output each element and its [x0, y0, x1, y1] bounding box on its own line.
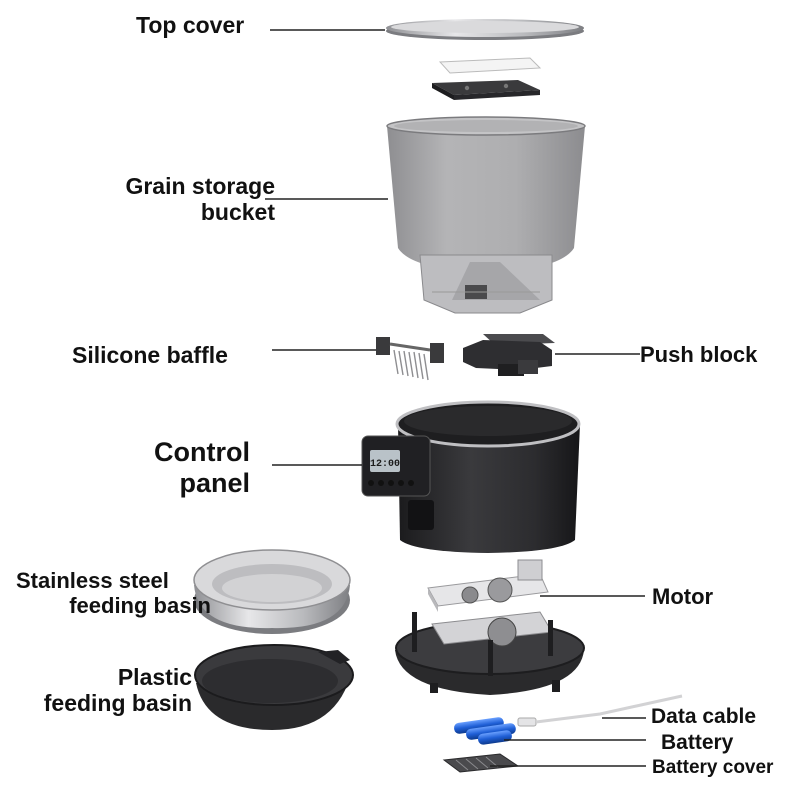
motor-part	[427, 559, 549, 612]
label-grain-bucket-line1: Grain storage	[125, 173, 275, 199]
label-silicone-baffle: Silicone baffle	[72, 342, 228, 368]
leader-lines	[265, 29, 646, 767]
label-grain-bucket-line2: bucket	[200, 199, 275, 226]
label-control-panel-line1: Control	[154, 437, 250, 467]
label-control-panel: Control panel	[130, 437, 250, 499]
steel-basin-part	[193, 549, 351, 634]
label-motor: Motor	[652, 584, 714, 609]
label-steel-basin: Stainless steel feeding basin	[16, 568, 211, 619]
label-plastic-basin-line1: Plastic	[117, 664, 192, 690]
label-data-cable: Data cable	[651, 705, 757, 728]
battery-part	[454, 717, 516, 745]
push-block-part	[463, 334, 555, 376]
base-part	[395, 611, 585, 695]
top-cover-part	[386, 19, 584, 40]
label-control-panel-line2: panel	[179, 468, 250, 499]
grain-bucket-part	[386, 116, 586, 314]
label-steel-basin-line1: Stainless steel	[16, 568, 169, 593]
label-battery-cover: Battery cover	[652, 757, 774, 778]
label-battery: Battery	[661, 731, 734, 754]
display-time: 12:00	[370, 459, 400, 470]
plastic-basin-part	[194, 644, 354, 730]
label-plastic-basin-line2: feeding basin	[43, 690, 192, 717]
lid-bracket-part	[432, 57, 542, 100]
label-push-block: Push block	[640, 342, 758, 367]
silicone-baffle-part	[376, 337, 444, 381]
label-top-cover: Top cover	[136, 12, 245, 38]
label-steel-basin-line2: feeding basin	[69, 593, 211, 619]
control-body-part	[361, 400, 581, 553]
label-grain-bucket: Grain storage bucket	[100, 173, 275, 226]
label-plastic-basin: Plastic feeding basin	[14, 664, 192, 717]
data-cable-part	[517, 694, 683, 727]
battery-cover-part	[442, 753, 520, 773]
